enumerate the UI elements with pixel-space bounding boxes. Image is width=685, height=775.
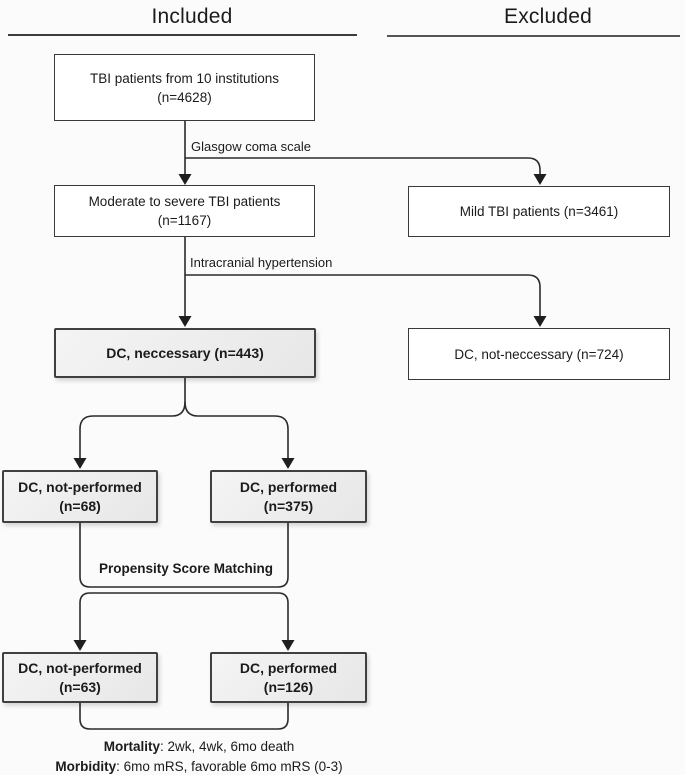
morbidity-note: Morbidity: 6mo mRS, favorable 6mo mRS (0… [8,757,390,775]
box-moderate-severe-tbi: Moderate to severe TBI patients (n=1167) [54,185,315,237]
outcome-notes: Mortality: 2wk, 4wk, 6mo death Morbidity… [8,737,390,775]
excluded-header: Excluded [504,5,592,28]
arrowhead [73,458,87,469]
box-tbi-patients: TBI patients from 10 institutions (n=462… [54,54,315,121]
box-count: (n=4628) [157,89,212,105]
mortality-text: : 2wk, 4wk, 6mo death [159,739,295,754]
box-line: DC, neccessary (n=443) [106,344,264,361]
box-line: DC, performed [239,659,338,676]
box-line: Moderate to severe TBI patients [88,194,281,209]
box-dc-performed-matched: DC, performed (n=126) [210,652,367,703]
box-line: DC, not-performed [18,659,142,676]
intracranial-hypertension-label: Intracranial hypertension [190,255,333,270]
arrowhead [281,640,295,651]
box-dc-performed-unmatched: DC, performed (n=375) [210,470,367,523]
mortality-label: Mortality [103,739,160,754]
edge-split-right [184,401,289,458]
edge-moderate-to-dcnotnecessary [185,274,541,316]
box-line: TBI patients from 10 institutions [89,70,280,86]
edge-psm-upper-bracket [79,523,289,588]
box-dc-not-necessary: DC, not-neccessary (n=724) [408,328,670,380]
excluded-underline [387,35,680,37]
arrowhead [178,174,192,185]
box-count: (n=1167) [157,213,212,228]
box-line: DC, not-neccessary (n=724) [454,346,624,362]
propensity-score-matching-label: Propensity Score Matching [98,561,274,576]
box-mild-tbi: Mild TBI patients (n=3461) [408,186,670,237]
box-dc-not-performed-unmatched: DC, not-performed (n=68) [2,470,158,523]
box-dc-necessary: DC, neccessary (n=443) [54,328,316,378]
box-dc-not-performed-matched: DC, not-performed (n=63) [2,652,158,703]
morbidity-text: : 6mo mRS, favorable 6mo mRS (0-3) [116,758,343,774]
arrowhead [281,458,295,469]
arrowhead [73,640,87,651]
included-header: Included [151,5,233,28]
morbidity-label: Morbidity [55,758,117,774]
box-count: (n=63) [59,678,101,695]
box-count: (n=126) [263,678,314,695]
edge-outcome-bracket [79,703,289,730]
edge-tbi-to-mild [185,157,541,174]
arrowheads [73,174,547,651]
arrowhead [533,174,547,185]
box-count: (n=68) [59,497,101,514]
edge-psm-lower-bracket [79,592,289,640]
mortality-note: Mortality: 2wk, 4wk, 6mo death [8,737,390,757]
box-count: (n=375) [263,497,314,514]
arrowhead [178,316,192,327]
included-underline [8,34,357,36]
box-line: DC, not-performed [18,478,142,495]
arrowhead [533,316,547,327]
box-line: DC, performed [239,478,338,495]
box-line: Mild TBI patients (n=3461) [459,204,619,219]
glasgow-coma-scale-label: Glasgow coma scale [191,139,311,154]
edge-split-left [79,401,186,458]
